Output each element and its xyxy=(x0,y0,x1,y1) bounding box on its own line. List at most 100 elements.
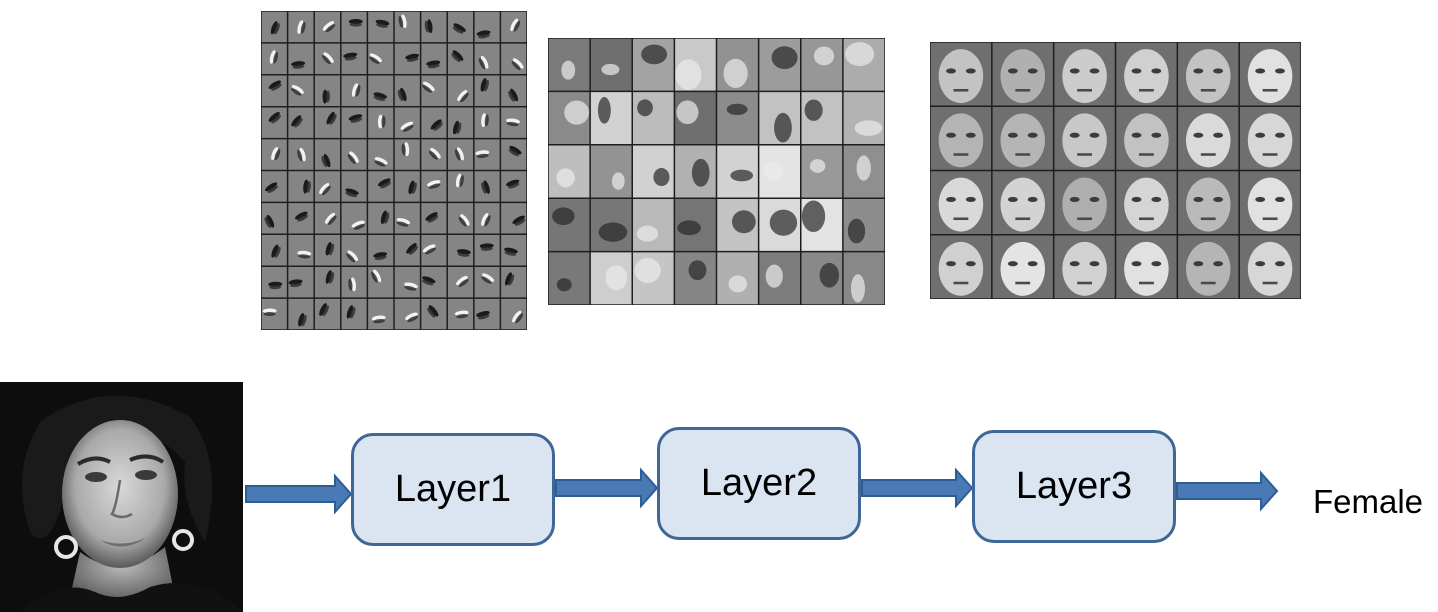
feature-cell xyxy=(590,198,633,252)
feature-cell xyxy=(930,42,992,107)
feature-cell xyxy=(314,202,341,235)
feature-cell xyxy=(1053,170,1116,235)
feature-cell xyxy=(367,202,394,235)
feature-cell xyxy=(261,138,288,171)
layer1-label: Layer1 xyxy=(394,468,512,510)
feature-cell xyxy=(500,170,527,203)
feature-cell xyxy=(716,91,759,145)
feature-cell xyxy=(420,42,448,75)
feature-cell xyxy=(261,298,288,330)
feature-cell xyxy=(473,106,501,139)
feature-cell xyxy=(991,170,1054,235)
feature-cell xyxy=(1239,106,1301,171)
feature-cell xyxy=(1053,106,1116,171)
feature-cell xyxy=(261,170,288,203)
feature-cell xyxy=(420,170,448,203)
feature-cell xyxy=(842,198,885,252)
feature-cell xyxy=(590,38,633,92)
feature-cell xyxy=(473,234,501,267)
feature-cell xyxy=(340,138,368,171)
feature-cell xyxy=(314,74,341,107)
feature-cell xyxy=(632,198,675,252)
feature-cell xyxy=(632,38,675,92)
feature-cell xyxy=(991,234,1054,299)
feature-cell xyxy=(367,234,394,267)
feature-cell xyxy=(314,106,341,139)
feature-cell xyxy=(716,38,759,92)
feature-cell xyxy=(394,234,421,267)
feature-cell xyxy=(394,11,421,43)
feature-cell xyxy=(548,251,591,305)
feature-cell xyxy=(473,138,501,171)
feature-cell xyxy=(1177,42,1240,107)
feature-cell xyxy=(394,106,421,139)
feature-cell xyxy=(314,138,341,171)
layer3-features-panel xyxy=(930,42,1301,299)
feature-cell xyxy=(842,91,885,145)
feature-cell xyxy=(473,298,501,330)
arrow-layer1-to-layer2 xyxy=(555,467,659,509)
feature-cell xyxy=(447,138,474,171)
feature-cell xyxy=(1239,234,1301,299)
feature-cell xyxy=(758,38,801,92)
feature-cell xyxy=(716,198,759,252)
feature-cell xyxy=(394,266,421,299)
feature-cell xyxy=(340,42,368,75)
feature-cell xyxy=(314,234,341,267)
feature-cell xyxy=(314,170,341,203)
feature-cell xyxy=(287,234,315,267)
feature-cell xyxy=(991,42,1054,107)
feature-cell xyxy=(287,74,315,107)
layer3-box: Layer3 xyxy=(972,430,1176,543)
feature-cell xyxy=(716,144,759,199)
feature-cell xyxy=(420,11,448,43)
feature-cell xyxy=(420,106,448,139)
feature-cell xyxy=(394,42,421,75)
feature-cell xyxy=(473,42,501,75)
feature-cell xyxy=(1115,42,1178,107)
feature-cell xyxy=(473,170,501,203)
feature-cell xyxy=(420,298,448,330)
feature-cell xyxy=(261,42,288,75)
feature-cell xyxy=(674,251,717,305)
feature-cell xyxy=(447,170,474,203)
feature-cell xyxy=(314,266,341,299)
feature-cell xyxy=(314,11,341,43)
feature-cell xyxy=(287,138,315,171)
feature-cell xyxy=(394,138,421,171)
feature-cell xyxy=(590,144,633,199)
feature-cell xyxy=(287,298,315,330)
feature-cell xyxy=(842,38,885,92)
feature-cell xyxy=(800,144,843,199)
feature-cell xyxy=(800,91,843,145)
feature-cell xyxy=(367,42,394,75)
feature-cell xyxy=(287,266,315,299)
feature-cell xyxy=(1115,170,1178,235)
feature-cell xyxy=(500,106,527,139)
feature-cell xyxy=(548,38,591,92)
feature-cell xyxy=(314,298,341,330)
feature-cell xyxy=(367,298,394,330)
feature-cell xyxy=(758,144,801,199)
output-label: Female xyxy=(1313,483,1424,520)
feature-cell xyxy=(473,74,501,107)
feature-cell xyxy=(420,266,448,299)
feature-cell xyxy=(1115,106,1178,171)
feature-cell xyxy=(930,170,992,235)
feature-cell xyxy=(632,251,675,305)
feature-cell xyxy=(394,170,421,203)
feature-cell xyxy=(420,138,448,171)
feature-cell xyxy=(287,106,315,139)
feature-cell xyxy=(500,266,527,299)
arrow-layer2-to-layer3 xyxy=(861,467,974,509)
feature-cell xyxy=(447,298,474,330)
layer2-label: Layer2 xyxy=(700,462,818,504)
feature-cell xyxy=(367,74,394,107)
feature-cell xyxy=(447,11,474,43)
feature-cell xyxy=(674,144,717,199)
face-templates-grid-icon xyxy=(930,42,1301,299)
feature-cell xyxy=(548,198,591,252)
feature-cell xyxy=(340,234,368,267)
feature-cell xyxy=(287,11,315,43)
arrow-layer3-to-output xyxy=(1176,470,1279,512)
